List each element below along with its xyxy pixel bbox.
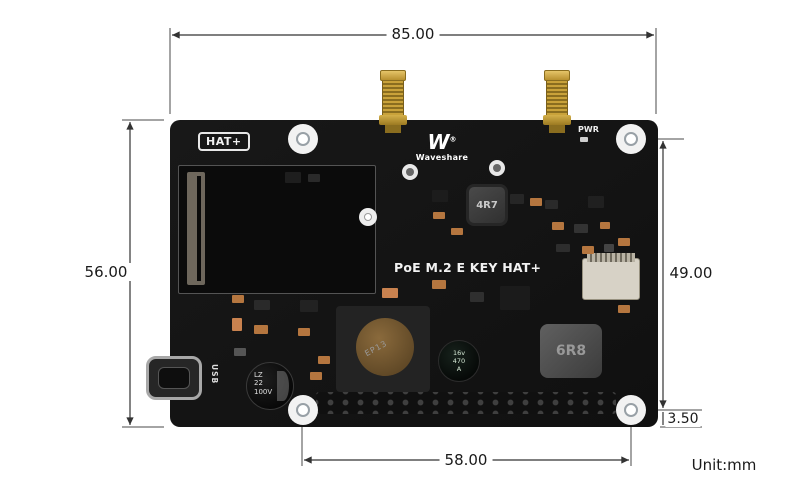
smd-component xyxy=(234,348,246,356)
unit-label: Unit:mm xyxy=(691,456,757,474)
dimension-hole-span-h-label: 58.00 xyxy=(439,451,493,469)
smd-component xyxy=(298,328,310,336)
waveshare-logo: W® Waveshare xyxy=(410,132,474,162)
electrolytic-capacitor-470uf: 16v 470 A xyxy=(438,340,480,382)
mounting-hole xyxy=(616,395,646,425)
usb-label: USB xyxy=(210,364,219,385)
pwr-label: PWR xyxy=(578,125,599,134)
smd-component xyxy=(382,288,398,298)
board-title: PoE M.2 E KEY HAT+ xyxy=(394,260,542,275)
smd-component xyxy=(300,300,318,312)
m2-e-key-socket xyxy=(187,172,205,285)
smd-component xyxy=(604,244,614,252)
dimension-hole-edge-label: 3.50 xyxy=(665,411,701,427)
sma-nut xyxy=(379,115,407,125)
m2-slot-area xyxy=(178,165,376,294)
smd-component xyxy=(510,194,524,204)
sma-base xyxy=(385,125,401,133)
waveshare-logo-text: Waveshare xyxy=(415,153,469,162)
smd-component xyxy=(588,196,604,208)
smd-component xyxy=(285,172,301,183)
sma-base xyxy=(549,125,565,133)
smd-component xyxy=(451,228,463,235)
dimension-height-label: 56.00 xyxy=(79,263,133,281)
sma-antenna-connector xyxy=(542,70,572,133)
pwr-led xyxy=(580,137,588,142)
smd-component xyxy=(254,300,270,310)
smd-component xyxy=(618,305,630,313)
smd-component xyxy=(500,286,530,310)
smd-component xyxy=(574,224,588,233)
sma-cap xyxy=(380,70,406,81)
smd-component xyxy=(318,356,330,364)
dimension-width-label: 85.00 xyxy=(386,25,440,43)
smd-component xyxy=(232,295,244,303)
sma-nut xyxy=(543,115,571,125)
smd-component xyxy=(470,292,484,302)
smd-component xyxy=(552,222,564,230)
power-inductor-6r8: 6R8 xyxy=(540,324,602,378)
mounting-hole xyxy=(288,124,318,154)
electrolytic-capacitor-100v: LZ 22 100V xyxy=(246,362,294,410)
usb-c-port xyxy=(146,356,202,400)
smd-component xyxy=(432,190,448,202)
gpio-40pin-header xyxy=(316,392,616,414)
sma-thread xyxy=(546,81,568,115)
flyback-transformer: EP13 xyxy=(336,306,430,392)
ufl-antenna-connector xyxy=(489,160,505,176)
smd-component xyxy=(433,212,445,219)
m2-standoff-hole xyxy=(359,208,377,226)
waveshare-logo-mark: W® xyxy=(427,130,457,154)
smd-component xyxy=(308,174,320,182)
mounting-hole xyxy=(616,124,646,154)
hat-plus-badge: HAT+ xyxy=(198,132,250,151)
power-inductor-4r7: 4R7 xyxy=(466,184,508,226)
sma-cap xyxy=(544,70,570,81)
smd-component xyxy=(310,372,322,380)
smd-component xyxy=(600,222,610,229)
smd-component xyxy=(254,325,268,334)
smd-component xyxy=(556,244,570,252)
smd-component xyxy=(530,198,542,206)
ufl-antenna-connector xyxy=(402,164,418,180)
capacitor-marking: LZ 22 100V xyxy=(254,371,273,396)
mounting-hole xyxy=(288,395,318,425)
smd-component xyxy=(432,280,446,289)
pcb-board: HAT+ W® Waveshare PWR PoE M.2 E KEY HAT+… xyxy=(146,120,658,427)
smd-component xyxy=(582,246,594,254)
sma-antenna-connector xyxy=(378,70,408,133)
smd-component xyxy=(618,238,630,246)
ffc-connector xyxy=(582,253,640,300)
transformer-marking: EP13 xyxy=(363,338,389,359)
dimension-hole-span-v-label: 49.00 xyxy=(664,264,718,282)
smd-component xyxy=(232,318,242,331)
sma-thread xyxy=(382,81,404,115)
smd-component xyxy=(545,200,558,209)
